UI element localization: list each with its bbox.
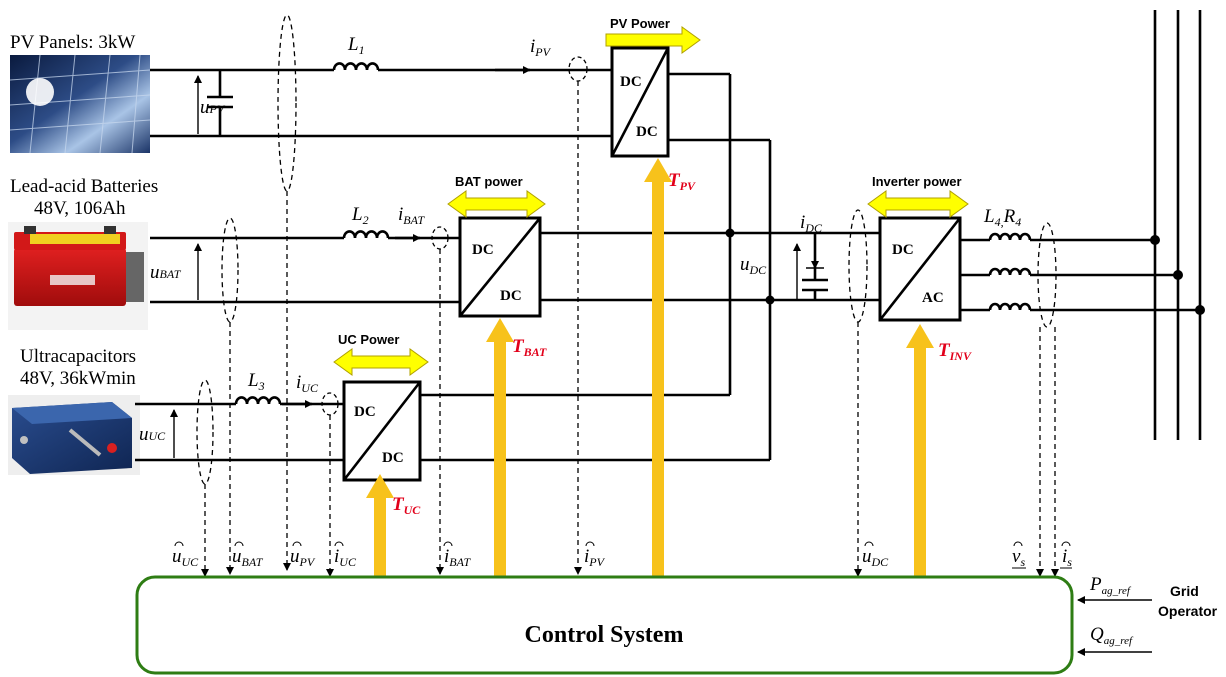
l3-label: L3: [247, 370, 265, 393]
uc-title-line2: 48V, 36kWmin: [20, 368, 136, 389]
dc-bus-node-top: [725, 228, 735, 238]
meas-label-i-bat: iBAT: [444, 546, 471, 569]
dc-bus-node-bottom: [765, 295, 775, 305]
battery-branch-wiring: [150, 231, 880, 304]
uc-power-label: UC Power: [338, 332, 399, 347]
battery-power-arrow: [447, 190, 546, 218]
grid-operator-line2: Operator: [1158, 603, 1218, 619]
battery-current-label: iBAT: [398, 204, 425, 227]
battery-inductor-symbol: [342, 230, 390, 239]
pv-voltage-label: uPV: [200, 97, 226, 118]
inverter-top-label: DC: [892, 242, 914, 258]
meas-label-i-uc: iUC: [334, 546, 357, 569]
uc-current-label: iUC: [296, 372, 319, 395]
meas-label-u-dc: uDC: [862, 546, 889, 569]
inverter-power-arrow: [867, 190, 969, 218]
control-signal-arrows: [366, 158, 934, 576]
pv-inductor-symbol: [332, 62, 380, 71]
pv-converter-top-label: DC: [620, 74, 642, 90]
p-ref-label: Pag_ref: [1089, 574, 1132, 597]
inverter-bottom-label: AC: [922, 290, 944, 306]
battery-power-label: BAT power: [455, 174, 523, 189]
battery-converter-bottom-label: DC: [500, 288, 522, 304]
q-ref-label: Qag_ref: [1090, 624, 1134, 647]
uc-title-line1: Ultracapacitors: [20, 346, 136, 367]
ultracapacitor-image: [8, 395, 140, 475]
dc-link-capacitor: [793, 233, 828, 300]
battery-title-line2: 48V, 106Ah: [34, 198, 126, 219]
uc-voltage-label: uUC: [139, 424, 166, 445]
battery-title-line1: Lead-acid Batteries: [10, 176, 158, 197]
battery-voltage-label: uBAT: [150, 262, 182, 283]
uc-branch-wiring: [135, 393, 770, 462]
l2-label: L2: [351, 204, 369, 227]
grid-operator-inputs: [1077, 596, 1152, 656]
battery-image: [8, 222, 148, 330]
grid-operator-line1: Grid: [1170, 583, 1199, 599]
l1-label: L1: [347, 34, 365, 57]
uc-power-arrow: [333, 348, 429, 376]
ac-output-wiring: [960, 232, 1200, 312]
meas-label-u-pv: uPV: [290, 546, 316, 569]
pv-current-label: iPV: [530, 36, 552, 59]
pv-power-arrow: [605, 26, 701, 54]
meas-label-u-bat: uBAT: [232, 546, 264, 569]
battery-converter-top-label: DC: [472, 242, 494, 258]
pv-control-signal-label: TPV: [668, 170, 696, 193]
uc-converter-bottom-label: DC: [382, 450, 404, 466]
pv-panel-image: [9, 54, 151, 154]
l4-r4-label: L4,R4: [983, 206, 1021, 229]
dc-current-label: iDC: [800, 212, 823, 235]
battery-converter: DC DC: [458, 216, 542, 318]
dc-link-voltage-label: uDC: [740, 254, 767, 277]
inverter-power-label: Inverter power: [872, 174, 962, 189]
meas-label-v-s: vs: [1012, 546, 1025, 569]
uc-converter-top-label: DC: [354, 404, 376, 420]
measurement-labels: uUC uBAT uPV iUC iBAT iPV uDC vs is: [172, 541, 1072, 569]
uc-control-signal-label: TUC: [392, 494, 421, 517]
uc-converter: DC DC: [342, 380, 422, 482]
meas-label-i-s: is: [1062, 546, 1072, 569]
pv-source-title: PV Panels: 3kW: [10, 32, 135, 53]
meas-label-u-uc: uUC: [172, 546, 199, 569]
pv-power-label: PV Power: [610, 16, 670, 31]
battery-control-signal-label: TBAT: [512, 336, 547, 359]
meas-label-i-pv: iPV: [584, 546, 606, 569]
uc-inductor-symbol: [234, 396, 282, 405]
measurement-lines: [196, 14, 1059, 577]
control-system-title: Control System: [525, 622, 684, 648]
pv-converter-bottom-label: DC: [636, 124, 658, 140]
pv-branch-wiring: [150, 66, 772, 460]
inverter-control-signal-label: TINV: [938, 340, 972, 363]
grid-bus-bars: [1150, 10, 1205, 440]
control-system-box: [135, 575, 1074, 675]
pv-converter: DC DC: [610, 46, 670, 158]
inverter: DC AC: [878, 216, 962, 322]
